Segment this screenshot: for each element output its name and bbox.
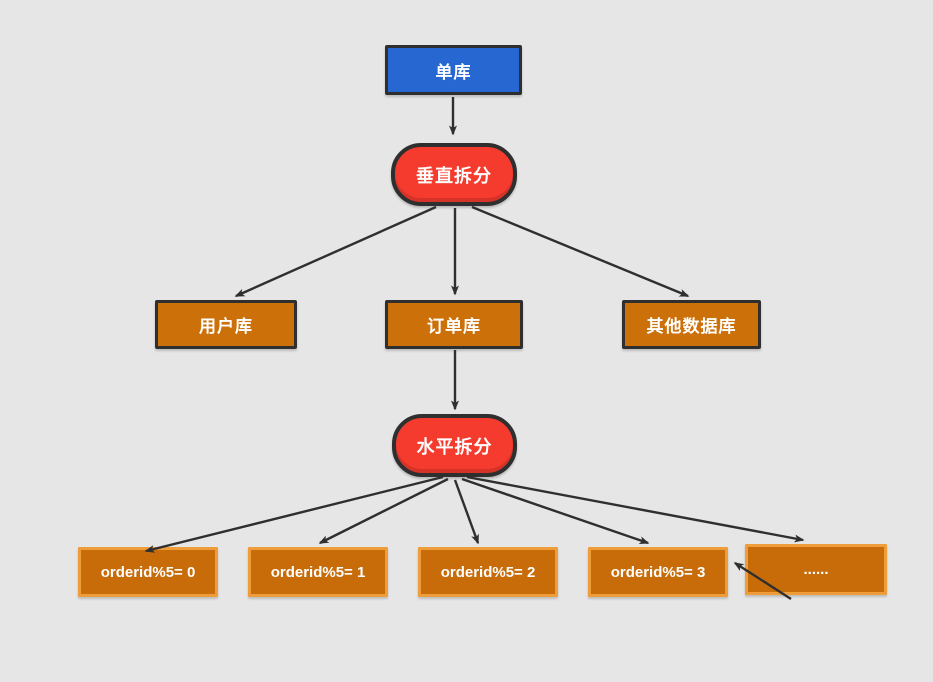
node-other-db[interactable]: 其他数据库 bbox=[622, 300, 761, 349]
node-shard-3[interactable]: orderid%5= 3 bbox=[588, 547, 728, 597]
node-shard-1[interactable]: orderid%5= 1 bbox=[248, 547, 388, 597]
edge-horizontal-to-ellipsis bbox=[466, 475, 805, 543]
edge-vertical-to-user bbox=[234, 205, 437, 298]
edge-horizontal-to-shard1 bbox=[318, 477, 449, 545]
edge-horizontal-to-shard2 bbox=[453, 479, 480, 545]
edge-horizontal-to-shard0 bbox=[144, 475, 444, 553]
edge-horizontal-to-shard3 bbox=[461, 477, 650, 545]
node-shard-ellipsis[interactable]: ...... bbox=[745, 544, 887, 595]
node-vertical-split[interactable]: 垂直拆分 bbox=[391, 143, 517, 206]
node-single-db[interactable]: 单库 bbox=[385, 45, 522, 95]
edge-vertical-to-other bbox=[471, 205, 690, 298]
node-shard-0[interactable]: orderid%5= 0 bbox=[78, 547, 218, 597]
node-shard-2[interactable]: orderid%5= 2 bbox=[418, 547, 558, 597]
node-order-db[interactable]: 订单库 bbox=[385, 300, 523, 349]
node-user-db[interactable]: 用户库 bbox=[155, 300, 297, 349]
node-horizontal-split[interactable]: 水平拆分 bbox=[392, 414, 517, 477]
